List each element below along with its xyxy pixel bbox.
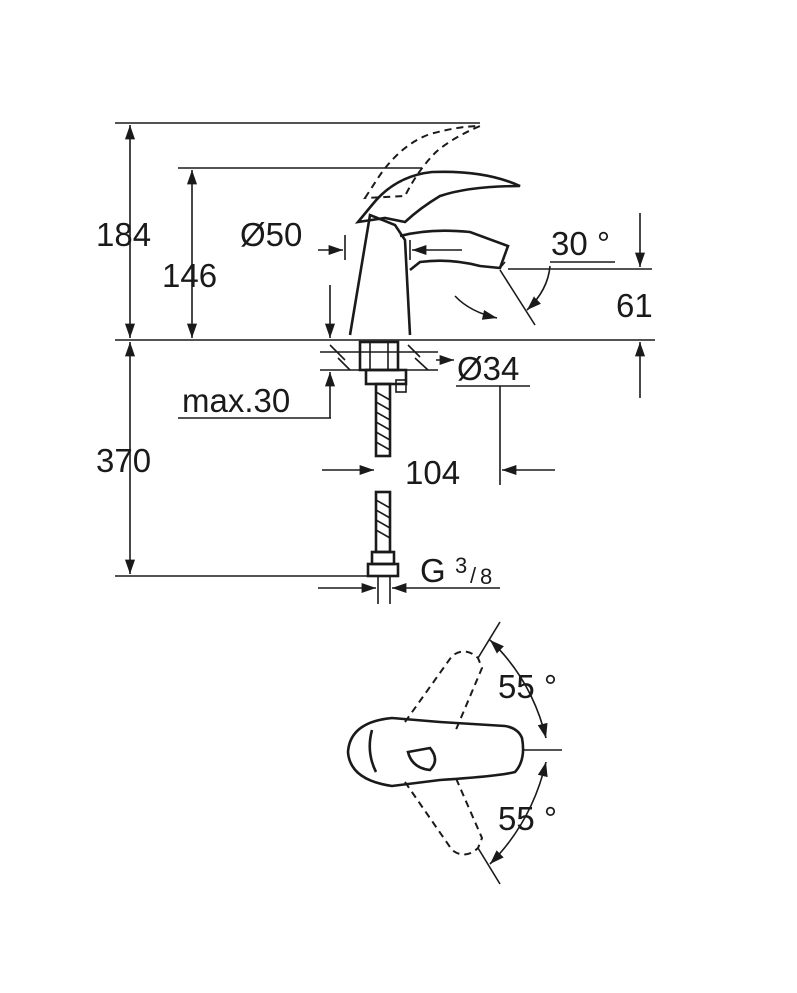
faucet-spout <box>399 229 510 272</box>
dim-55-deg-left: 55 ° <box>498 668 557 705</box>
lever-top-view-right <box>404 775 484 856</box>
faucet-lever <box>354 170 521 224</box>
svg-text:/: / <box>470 563 477 588</box>
dim-370: 370 <box>96 442 151 479</box>
dim-g-numerator: 3 <box>455 553 467 578</box>
dim-30-deg: 30 ° <box>551 225 610 262</box>
dim-o50: Ø50 <box>240 216 302 253</box>
dim-55-deg-right: 55 ° <box>498 800 557 837</box>
dim-146: 146 <box>162 257 217 294</box>
mounting-section <box>320 340 438 393</box>
dim-g-denominator: 8 <box>480 564 492 589</box>
dim-g-thread: G <box>420 552 446 589</box>
side-view: 184 146 Ø50 30 ° 61 <box>96 122 655 604</box>
faucet-body <box>348 213 412 336</box>
dim-184: 184 <box>96 216 151 253</box>
top-view: 55 ° 55 ° <box>346 621 562 885</box>
supply-hose <box>366 382 400 604</box>
dim-max30: max.30 <box>182 382 290 419</box>
dim-104: 104 <box>405 454 460 491</box>
dim-o34: Ø34 <box>457 350 519 387</box>
lever-top-view <box>346 716 525 788</box>
faucet-lever-open <box>363 125 481 200</box>
dim-61: 61 <box>616 287 653 324</box>
